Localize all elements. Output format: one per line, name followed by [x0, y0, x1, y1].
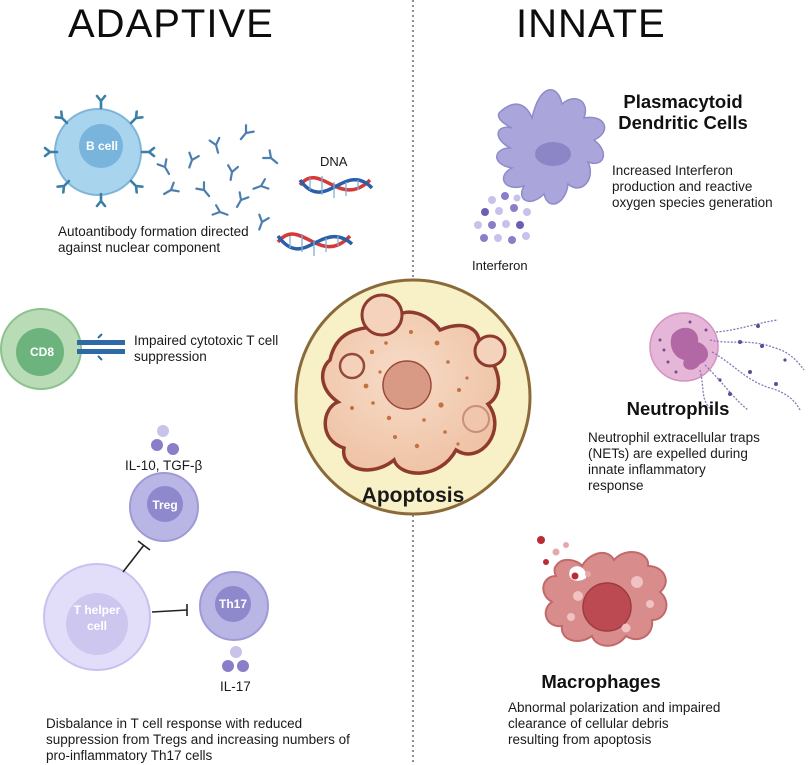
inhibition-arrow-treg [122, 540, 151, 573]
plasmacytoid-dendritic-cell [496, 89, 606, 205]
b-cell [43, 94, 156, 208]
macrophages-title: Macrophages [541, 671, 661, 692]
cd8-label: CD8 [29, 345, 54, 359]
apoptosis-cell [294, 278, 532, 516]
inhibition-arrow-th17 [151, 604, 188, 616]
b-cell-caption: Autoantibody formation directed against … [58, 224, 249, 255]
t-helper-cell [43, 563, 151, 671]
interferon-particles [474, 192, 531, 244]
neutrophils-caption: Neutrophil extracellular traps (NETs) ar… [588, 430, 760, 493]
cd8-caption: Impaired cytotoxic T cell suppression [134, 333, 279, 364]
pdc-caption: Increased Interferon production and reac… [612, 163, 773, 210]
interferon-label: Interferon [472, 258, 528, 273]
b-cell-label: B cell [85, 139, 118, 153]
dna-helix-2 [276, 232, 354, 256]
cd8-cell [0, 308, 125, 390]
antibodies [156, 124, 282, 233]
th17-cell [199, 571, 269, 641]
dna-helix-1 [298, 176, 374, 198]
pdc-title: Plasmacytoid Dendritic Cells [618, 91, 748, 133]
treg-cytokines [151, 425, 179, 455]
innate-header: INNATE [516, 2, 666, 46]
treg-cytokines-label: IL-10, TGF-β [125, 458, 203, 473]
treg-label: Treg [152, 498, 178, 512]
t-helper-label: T helper cell [73, 603, 121, 633]
macrophages-caption: Abnormal polarization and impaired clear… [508, 700, 721, 747]
treg-cell [129, 472, 199, 542]
th17-cytokines-label: IL-17 [220, 679, 251, 694]
neutrophils-title: Neutrophils [626, 398, 730, 419]
adaptive-header: ADAPTIVE [68, 2, 274, 46]
neutrophil [649, 312, 805, 411]
th17-cytokines [222, 646, 249, 672]
th17-label: Th17 [218, 597, 247, 611]
t-cell-caption: Disbalance in T cell response with reduc… [46, 716, 350, 763]
dna-label: DNA [320, 154, 348, 169]
macrophage [537, 536, 668, 647]
apoptosis-label: Apoptosis [361, 484, 465, 507]
